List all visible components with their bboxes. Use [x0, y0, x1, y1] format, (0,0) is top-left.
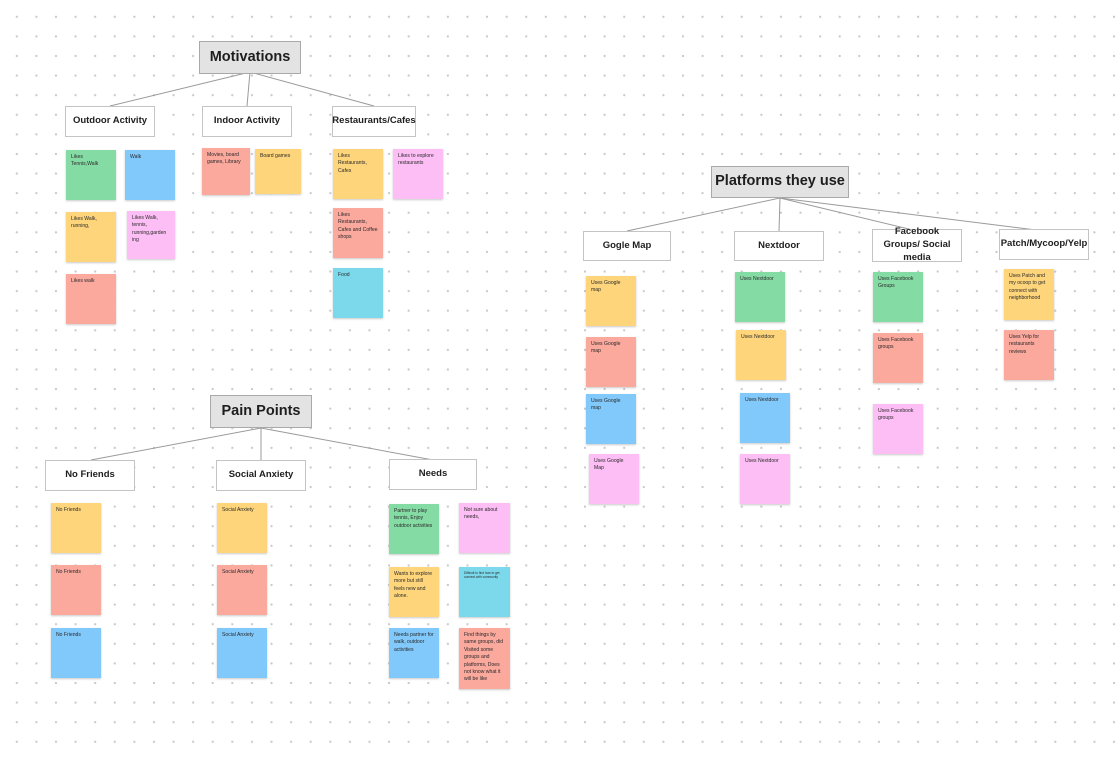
sticky-note[interactable]: Partner to play tennis, Enjoy outdoor ac… [389, 504, 439, 554]
sticky-note[interactable]: Needs partner for walk, outdoor activiti… [389, 628, 439, 678]
sticky-note[interactable]: Likes Walk, tennis, running,garden ing [127, 211, 175, 259]
sticky-note[interactable]: Uses Google Map [589, 454, 639, 504]
sticky-note[interactable]: Difficult to find how to get connect wit… [459, 567, 510, 617]
connector-motivations-outdoor [109, 71, 251, 107]
category-indoor-activity[interactable]: Indoor Activity [202, 106, 292, 137]
sticky-note[interactable]: Social Anxiety [217, 565, 267, 615]
sticky-note[interactable]: Uses Facebook groups [873, 333, 923, 383]
sticky-note[interactable]: Movies, board games, Library [202, 148, 250, 195]
sticky-note[interactable]: Board games [255, 149, 301, 194]
sticky-note[interactable]: Likes to explore restaurants [393, 149, 443, 199]
category-nextdoor[interactable]: Nextdoor [734, 231, 824, 261]
category-no-friends[interactable]: No Friends [45, 460, 135, 491]
category-outdoor-activity[interactable]: Outdoor Activity [65, 106, 155, 137]
sticky-note[interactable]: Uses Patch and my ocoop to get connect w… [1004, 269, 1054, 320]
sticky-note[interactable]: Uses Google map [586, 337, 636, 387]
category-facebook-groups[interactable]: Facebook Groups/ Social media [872, 226, 962, 263]
sticky-note[interactable]: Walk [125, 150, 175, 200]
connector-motivations-indoor [246, 71, 251, 107]
sticky-note[interactable]: Not sure about needs, [459, 503, 510, 553]
sticky-note[interactable]: Find things by same groups, did Visited … [459, 628, 510, 689]
connector-painpoints-nofriends [90, 427, 262, 461]
sticky-note[interactable]: Uses Nextdoor [735, 272, 785, 322]
sticky-note[interactable]: Uses Nextdoor [736, 330, 786, 380]
sticky-note[interactable]: Likes Walk, running, [66, 212, 116, 262]
category-google-map[interactable]: Gogle Map [583, 231, 671, 261]
sticky-note[interactable]: Social Anxiety [217, 503, 267, 553]
category-social-anxiety[interactable]: Social Anxiety [216, 460, 306, 491]
sticky-note[interactable]: Likes Restaurants, Cafes [333, 149, 383, 199]
sticky-note[interactable]: Likes Tennis,Walk [66, 150, 116, 200]
category-restaurants-cafes[interactable]: Restaurants/Cafes [332, 106, 416, 137]
sticky-note[interactable]: Food [333, 268, 383, 318]
connector-painpoints-needs [260, 427, 434, 461]
sticky-note[interactable]: Uses Facebook groups [873, 404, 923, 454]
motivations-title[interactable]: Motivations [199, 41, 301, 74]
sticky-note[interactable]: Social Anxiety [217, 628, 267, 678]
sticky-note[interactable]: Likes Restaurants, Cafes and Coffee shop… [333, 208, 383, 258]
sticky-note[interactable]: Uses Google map [586, 276, 636, 326]
sticky-note[interactable]: Likes walk [66, 274, 116, 324]
pain-points-title[interactable]: Pain Points [210, 395, 312, 428]
sticky-note[interactable]: No Friends [51, 503, 101, 553]
connector-platforms-facebook [779, 197, 918, 232]
platforms-title[interactable]: Platforms they use [711, 166, 849, 198]
connector-motivations-restaurants [249, 71, 375, 107]
sticky-note[interactable]: No Friends [51, 628, 101, 678]
sticky-note[interactable]: No Friends [51, 565, 101, 615]
sticky-note[interactable]: Uses Nextdoor [740, 393, 790, 443]
connector-platforms-nextdoor [778, 197, 781, 232]
sticky-note[interactable]: Uses Facebook Groups [873, 272, 923, 322]
sticky-note[interactable]: Wants to explore more but still feels ne… [389, 567, 439, 617]
connector-platforms-patch [779, 197, 1045, 232]
sticky-note[interactable]: Uses Yelp for restaurants reviews [1004, 330, 1054, 380]
category-patch-mycoop-yelp[interactable]: Patch/Mycoop/Yelp [999, 229, 1089, 260]
sticky-note[interactable]: Uses Nextdoor [740, 454, 790, 504]
connector-platforms-googlemap [626, 197, 781, 232]
category-needs[interactable]: Needs [389, 459, 477, 490]
sticky-note[interactable]: Uses Google map [586, 394, 636, 444]
